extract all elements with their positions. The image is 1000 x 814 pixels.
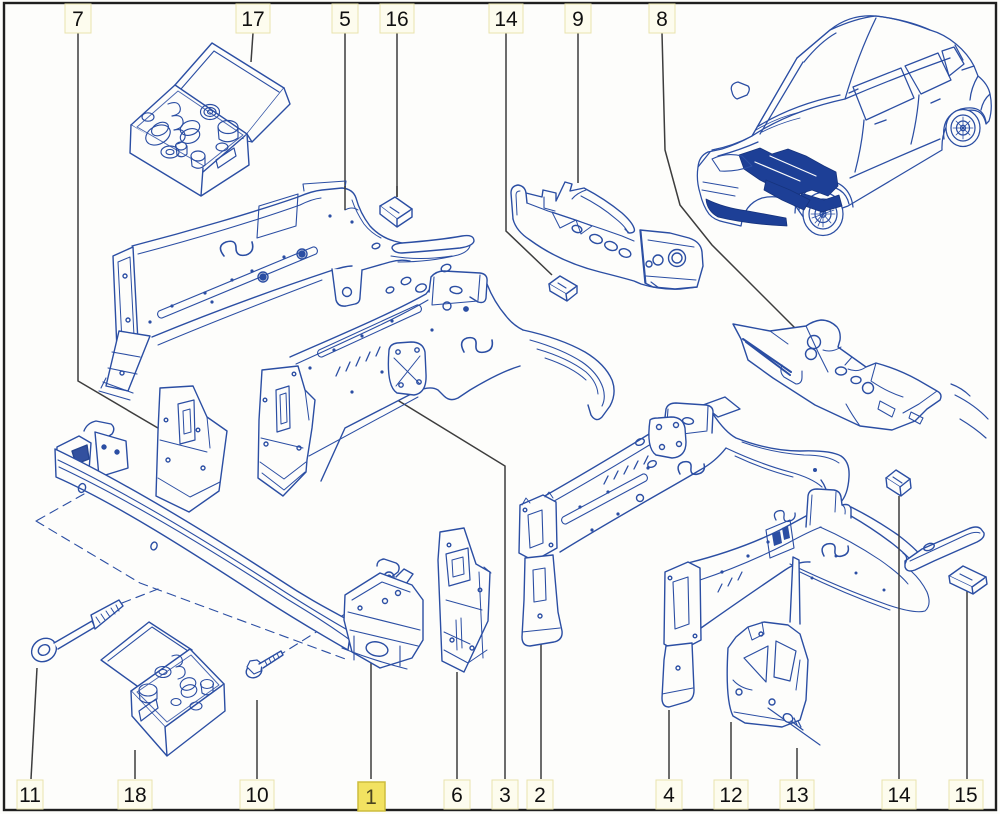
svg-text:6: 6 [451, 784, 463, 807]
svg-text:8: 8 [656, 8, 668, 31]
svg-text:13: 13 [785, 784, 808, 807]
svg-text:4: 4 [663, 784, 675, 807]
svg-text:3: 3 [499, 784, 511, 807]
svg-text:12: 12 [719, 784, 742, 807]
svg-text:2: 2 [534, 784, 546, 807]
svg-text:5: 5 [339, 8, 351, 31]
svg-text:16: 16 [385, 8, 408, 31]
svg-text:1: 1 [365, 786, 377, 809]
svg-text:9: 9 [572, 8, 584, 31]
svg-text:14: 14 [887, 784, 911, 807]
svg-text:18: 18 [123, 784, 146, 807]
svg-text:7: 7 [72, 8, 84, 31]
svg-text:11: 11 [19, 784, 41, 807]
svg-text:15: 15 [954, 784, 977, 807]
svg-text:17: 17 [241, 8, 264, 31]
svg-text:14: 14 [494, 8, 518, 31]
svg-text:10: 10 [245, 784, 268, 807]
